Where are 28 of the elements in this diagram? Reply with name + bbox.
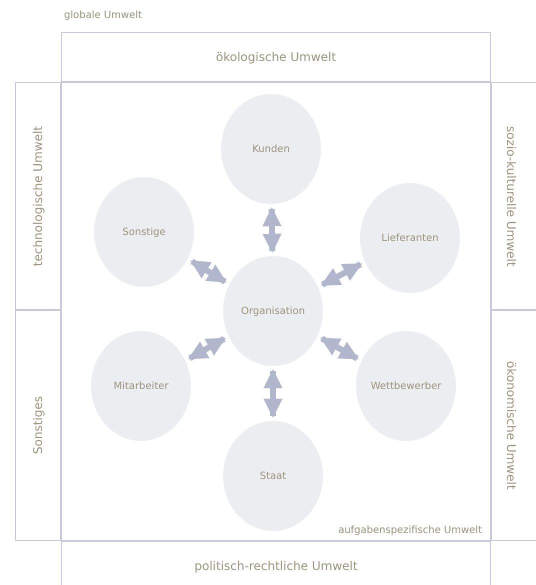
vertical-label: Sonstiges	[31, 396, 45, 455]
vertical-label: ökonomische Umwelt	[504, 361, 518, 490]
node-label: Wettbewerber	[370, 380, 442, 392]
band	[61, 541, 491, 585]
node-label: Organisation	[241, 306, 305, 316]
vertical-label: sozio-kulturelle Umwelt	[504, 126, 518, 266]
node-label: Staat	[260, 470, 286, 482]
band	[15, 82, 61, 310]
band	[61, 32, 491, 82]
band	[491, 310, 536, 541]
node-label: politisch-rechtliche Umwelt	[194, 559, 358, 573]
double-arrow	[320, 336, 359, 362]
square-area	[61, 82, 491, 541]
double-arrow	[262, 207, 282, 253]
node-label: Mitarbeiter	[113, 380, 169, 392]
double-arrow	[190, 258, 227, 284]
node-label: Lieferanten	[381, 232, 439, 244]
double-arrow	[263, 369, 283, 418]
node-label: ökologische Umwelt	[216, 50, 336, 64]
band	[15, 310, 61, 541]
vertical-label: technologische Umwelt	[31, 126, 45, 266]
node-label: aufgabenspezifische Umwelt	[338, 525, 482, 536]
band	[491, 82, 536, 310]
double-arrow	[320, 262, 362, 288]
node-label: Kunden	[252, 144, 290, 154]
caption-label: globale Umwelt	[64, 10, 142, 21]
double-arrow	[188, 336, 226, 361]
node-label: Sonstige	[122, 226, 166, 238]
